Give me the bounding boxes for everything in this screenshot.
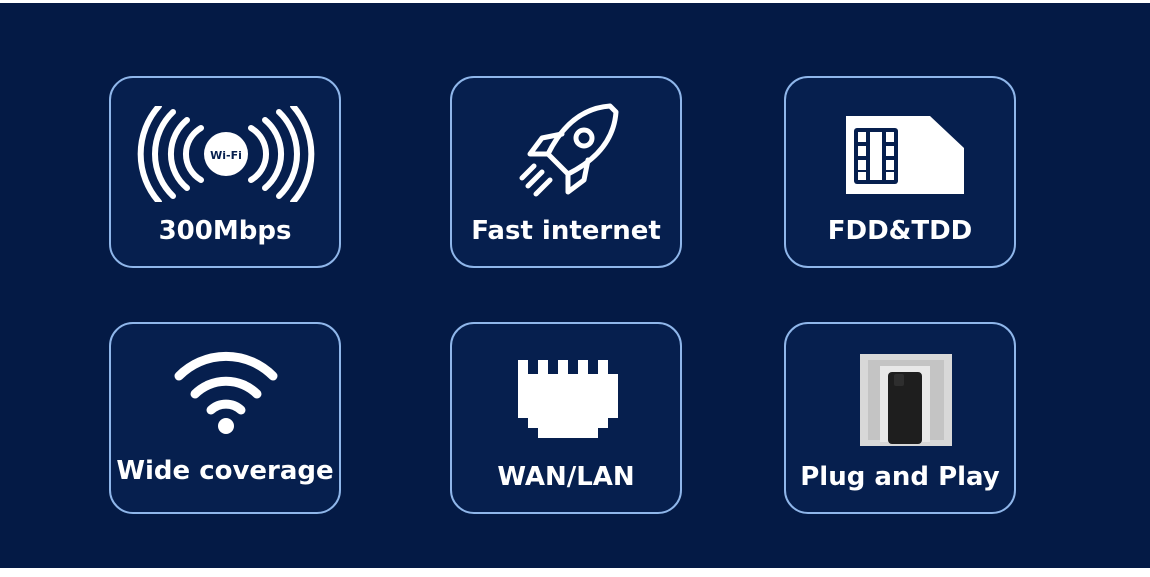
feature-label: Fast internet (471, 216, 661, 246)
wifi-badge-text: Wi-Fi (210, 149, 242, 162)
feature-label: Wide coverage (116, 456, 334, 486)
feature-card-wan-lan: WAN/LAN (450, 322, 682, 514)
wall-socket-icon (860, 354, 952, 446)
feature-label: Plug and Play (800, 462, 1000, 492)
ethernet-port-icon (518, 360, 618, 438)
feature-card-fdd-tdd: FDD&TDD (784, 76, 1016, 268)
feature-label: FDD&TDD (827, 216, 973, 246)
feature-card-wide-coverage: Wide coverage (109, 322, 341, 514)
feature-card-plug-and-play: Plug and Play (784, 322, 1016, 514)
feature-card-fast-internet: Fast internet (450, 76, 682, 268)
feature-label: 300Mbps (158, 216, 292, 246)
feature-card-300mbps: Wi-Fi 300Mbps (109, 76, 341, 268)
rocket-icon (519, 103, 619, 197)
wifi-signal-icon: Wi-Fi (137, 106, 315, 202)
sim-card-icon (846, 116, 964, 194)
wifi-icon (174, 351, 278, 434)
feature-banner: Wi-Fi 300Mbps Fast internet (0, 3, 1150, 568)
feature-label: WAN/LAN (497, 462, 635, 492)
